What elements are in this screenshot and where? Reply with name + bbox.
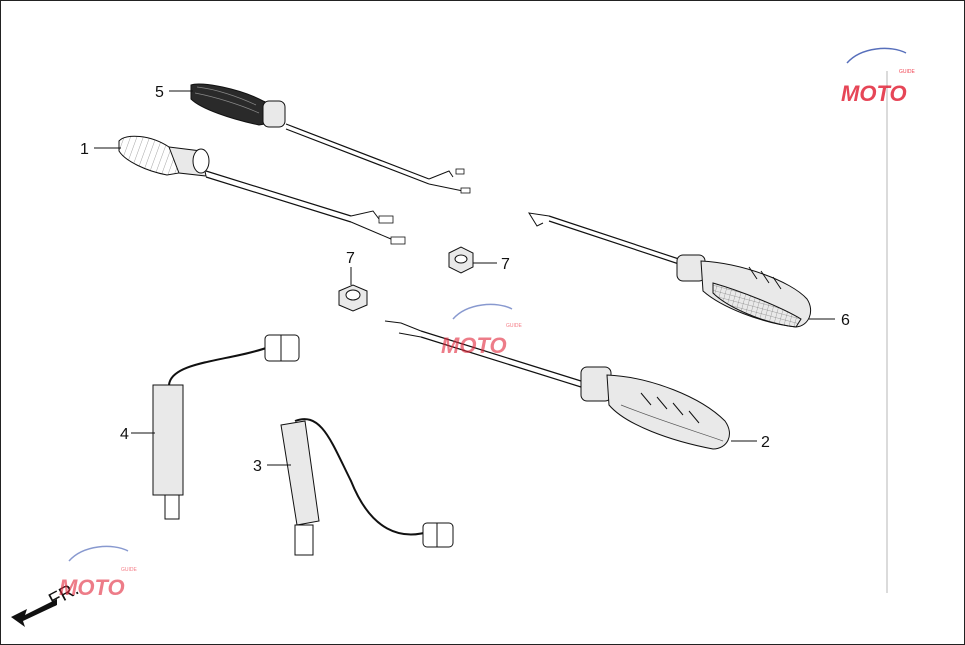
- callout-2: 2: [761, 434, 770, 451]
- callout-5: 5: [155, 84, 164, 101]
- svg-text:GUIDE: GUIDE: [121, 567, 138, 573]
- watermark-logo-bottom: MOTO GUIDE: [59, 545, 138, 600]
- watermark-logo-top: MOTO GUIDE: [841, 47, 916, 106]
- svg-text:MOTO: MOTO: [841, 81, 907, 106]
- part-4-resistor: [152, 334, 300, 520]
- svg-text:MOTO: MOTO: [441, 333, 507, 358]
- part-3-resistor: [280, 418, 454, 556]
- part-5-turn-signal: [190, 83, 471, 194]
- part-2-turn-signal: [384, 320, 730, 450]
- part-7-nut-right: [448, 246, 474, 274]
- front-direction-arrow-icon: [11, 599, 57, 627]
- part-7-nut-left: [338, 284, 368, 312]
- svg-text:GUIDE: GUIDE: [899, 69, 916, 75]
- callout-7a: 7: [346, 250, 355, 267]
- callout-1: 1: [80, 141, 89, 158]
- part-1-turn-signal: [118, 135, 406, 245]
- part-6-turn-signal: [528, 212, 811, 328]
- svg-text:MOTO: MOTO: [59, 575, 125, 600]
- callout-3: 3: [253, 458, 262, 475]
- svg-text:GUIDE: GUIDE: [506, 323, 523, 329]
- callout-7b: 7: [501, 256, 510, 273]
- watermark-logo-center: MOTO GUIDE: [441, 303, 523, 358]
- callout-4: 4: [120, 426, 129, 443]
- callout-6: 6: [841, 312, 850, 329]
